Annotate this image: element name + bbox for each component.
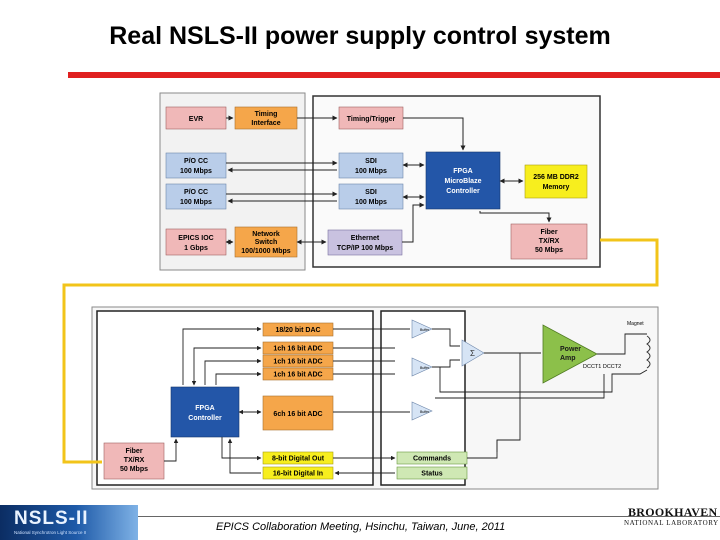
footer-caption: EPICS Collaboration Meeting, Hsinchu, Ta… [216, 521, 506, 533]
nsls-logo-sub: National Synchrotron Light Source II [14, 530, 87, 535]
adc-1-label: 1ch 16 bit ADC [273, 346, 322, 353]
ddr-label-2: Memory [543, 184, 570, 191]
po-cc-box-1: P/O CC 100 Mbps [165, 152, 227, 179]
adc-6ch-box: 6ch 16 bit ADC [262, 395, 334, 431]
fpga-mb-label-3: Controller [446, 188, 480, 195]
fiber-top-label-2: TX/RX [539, 238, 560, 245]
commands-label: Commands [413, 456, 451, 463]
sdi-2-label-2: 100 Mbps [355, 199, 387, 206]
adc-box-1: 1ch 16 bit ADC [262, 341, 334, 355]
dac-label: 18/20 bit DAC [275, 327, 320, 334]
fpga-mb-label-1: FPGA [453, 168, 472, 175]
title-underline [68, 72, 720, 78]
epics-ioc-box: EPICS IOC 1 Gbps [165, 228, 227, 256]
fpga-controller-box: FPGA Controller [170, 386, 240, 438]
summing-amp: Σ [461, 339, 485, 367]
po-cc-2-label-1: P/O CC [184, 189, 208, 196]
ddr-label-1: 256 MB DDR2 [533, 174, 579, 181]
sdi-box-1: SDI 100 Mbps [338, 152, 404, 179]
sdi-1-label-1: SDI [365, 158, 377, 165]
power-amp: Power Amp [542, 324, 598, 384]
footer-rule [138, 516, 720, 517]
buffer-3-label: Buffer [420, 410, 430, 414]
timing-interface-box: Timing Interface [234, 106, 298, 130]
dac-box: 18/20 bit DAC [262, 322, 334, 337]
nsls-logo-word: NSLS-II [14, 508, 89, 529]
fiber-top-box: Fiber TX/RX 50 Mbps [510, 223, 588, 260]
fpga-ctrl-label-2: Controller [188, 415, 222, 422]
bottom-connections [164, 326, 648, 476]
po-cc-1-label-1: P/O CC [184, 158, 208, 165]
magnet-label: Magnet [627, 321, 644, 327]
digital-in-box: 16-bit Digital In [262, 466, 334, 480]
network-switch-label-3: 100/1000 Mbps [241, 248, 291, 255]
evr-box: EVR [165, 106, 227, 130]
fiber-bottom-label-3: 50 Mbps [120, 466, 148, 473]
buffer-1-label: Buffer [420, 328, 430, 332]
status-label: Status [421, 471, 443, 478]
ethernet-box: Ethernet TCP/IP 100 Mbps [327, 229, 403, 256]
digital-out-label: 8-bit Digital Out [272, 456, 325, 463]
magnet-coil [646, 335, 651, 369]
network-switch-box: Network Switch 100/1000 Mbps [234, 226, 298, 258]
sdi-box-2: SDI 100 Mbps [338, 183, 404, 210]
po-cc-1-label-2: 100 Mbps [180, 168, 212, 175]
dcct-label: DCCT1 DCCT2 [583, 364, 621, 370]
buffer-2-label: Buffer [420, 366, 430, 370]
status-box: Status [396, 466, 468, 480]
sdi-2-label-1: SDI [365, 189, 377, 196]
network-switch-label-2: Switch [255, 239, 278, 246]
epics-ioc-label-1: EPICS IOC [178, 235, 213, 242]
fiber-bottom-box: Fiber TX/RX 50 Mbps [103, 442, 165, 480]
fiber-top-label-1: Fiber [540, 229, 557, 236]
adc-box-3: 1ch 16 bit ADC [262, 367, 334, 381]
evr-label: EVR [189, 116, 203, 123]
epics-ioc-label-2: 1 Gbps [184, 245, 208, 252]
adc-box-2: 1ch 16 bit ADC [262, 354, 334, 368]
timing-interface-label-1: Timing [255, 111, 278, 118]
timing-interface-label-2: Interface [251, 120, 280, 127]
ethernet-label-1: Ethernet [351, 235, 380, 242]
ddr-memory-box: 256 MB DDR2 Memory [524, 164, 588, 199]
buffer-2: Buffer [411, 357, 433, 377]
timing-trigger-label: Timing/Trigger [347, 116, 396, 123]
network-switch-label-1: Network [252, 231, 280, 238]
po-cc-box-2: P/O CC 100 Mbps [165, 183, 227, 210]
page-title: Real NSLS-II power supply control system [109, 22, 611, 50]
timing-trigger-box: Timing/Trigger [338, 106, 404, 130]
bnl-logo-word: BROOKHAVEN [628, 505, 718, 519]
fpga-ctrl-label-1: FPGA [195, 405, 214, 412]
commands-box: Commands [396, 451, 468, 465]
buffer-3: Buffer [411, 401, 433, 421]
power-amp-label-1: Power [560, 346, 581, 353]
fpga-microblaze-box: FPGA MicroBlaze Controller [425, 151, 501, 210]
nsls-logo: NSLS-II National Synchrotron Light Sourc… [0, 505, 138, 540]
adc-6ch-label: 6ch 16 bit ADC [273, 411, 322, 418]
top-connections [225, 115, 552, 245]
power-amp-label-2: Amp [560, 355, 576, 362]
fiber-bottom-label-1: Fiber [125, 448, 142, 455]
fpga-mb-label-2: MicroBlaze [445, 178, 482, 185]
fiber-bottom-label-2: TX/RX [124, 457, 145, 464]
fiber-top-label-3: 50 Mbps [535, 247, 563, 254]
buffer-1: Buffer [411, 319, 433, 339]
po-cc-2-label-2: 100 Mbps [180, 199, 212, 206]
ethernet-label-2: TCP/IP 100 Mbps [337, 245, 393, 252]
adc-2-label: 1ch 16 bit ADC [273, 359, 322, 366]
bnl-logo-sub: NATIONAL LABORATORY [624, 519, 719, 527]
digital-in-label: 16-bit Digital In [273, 471, 323, 478]
digital-out-box: 8-bit Digital Out [262, 451, 334, 465]
sdi-1-label-2: 100 Mbps [355, 168, 387, 175]
adc-3-label: 1ch 16 bit ADC [273, 372, 322, 379]
svg-text:Σ: Σ [470, 349, 475, 358]
